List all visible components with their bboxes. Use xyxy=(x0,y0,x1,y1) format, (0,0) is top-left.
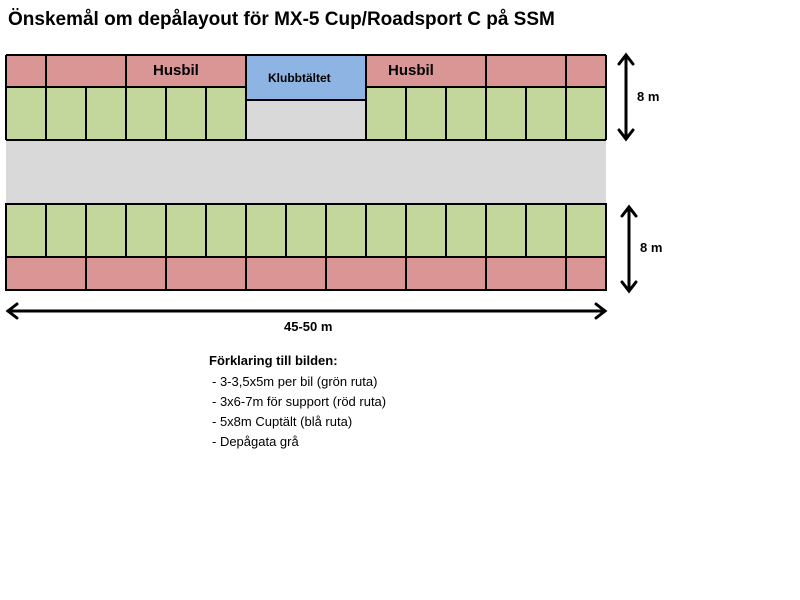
legend-item: - 5x8m Cuptält (blå ruta) xyxy=(212,414,353,429)
page-title: Önskemål om depålayout för MX-5 Cup/Road… xyxy=(8,9,555,30)
club-tent-area xyxy=(246,100,366,140)
dim-label-top: 8 m xyxy=(637,89,660,104)
club-tent xyxy=(246,55,366,100)
dim-label-width: 45-50 m xyxy=(284,319,333,334)
husbil-label-left: Husbil xyxy=(153,62,199,79)
car-area xyxy=(6,204,606,257)
legend-item: - 3x6-7m för support (röd ruta) xyxy=(212,394,387,409)
legend-title: Förklaring till bilden: xyxy=(209,353,338,368)
legend-item: - 3-3,5x5m per bil (grön ruta) xyxy=(212,374,378,389)
support-area xyxy=(6,257,606,290)
pit-lane xyxy=(6,140,606,204)
husbil-label-right: Husbil xyxy=(388,62,434,79)
club-tent-label: Klubbtältet xyxy=(268,71,331,85)
dim-label-bottom: 8 m xyxy=(640,240,663,255)
legend-item: - Depågata grå xyxy=(212,434,299,449)
